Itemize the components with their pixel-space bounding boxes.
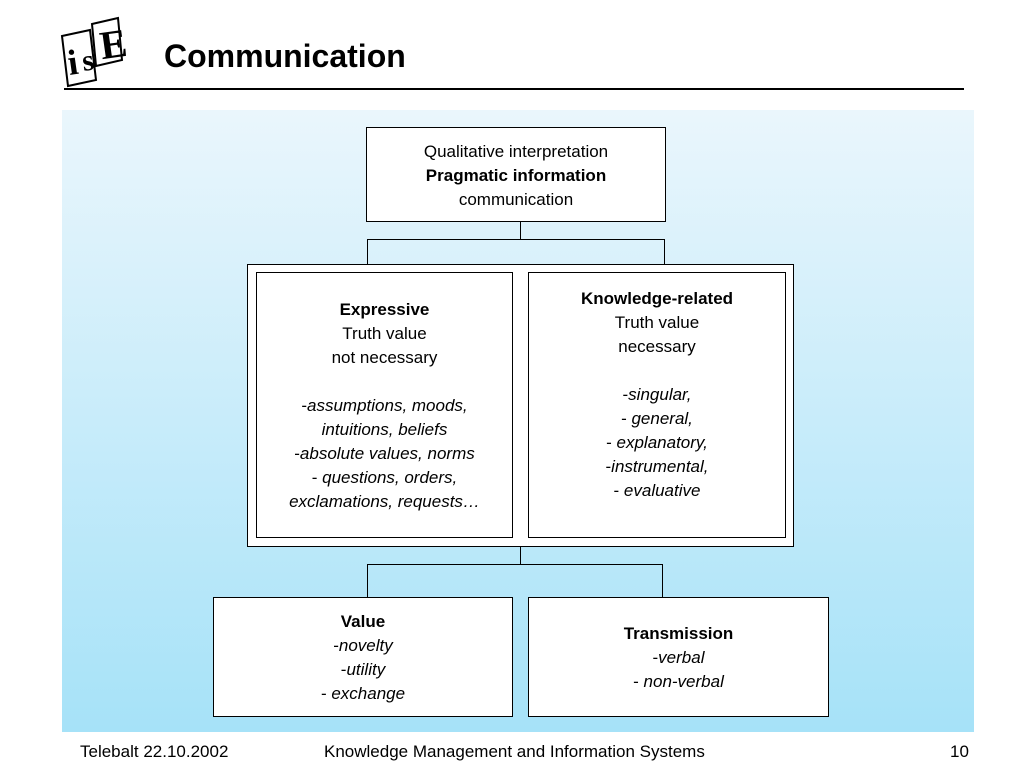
knowledge-item: -singular, xyxy=(622,385,692,404)
top-line-1: Qualitative interpretation xyxy=(423,142,609,161)
transmission-box: Transmission -verbal - non-verbal xyxy=(528,597,829,717)
expressive-item: exclamations, requests… xyxy=(289,492,480,511)
svg-text:E: E xyxy=(97,20,130,68)
connector-top-left-drop xyxy=(367,239,368,265)
connector-bottom-horizontal xyxy=(367,564,663,565)
svg-text:s: s xyxy=(80,44,96,78)
transmission-heading: Transmission xyxy=(623,624,734,643)
expressive-spacer xyxy=(257,370,512,394)
top-line-3: communication xyxy=(458,190,574,209)
transmission-item: - non-verbal xyxy=(633,672,724,691)
ise-logo: i s E xyxy=(60,16,130,88)
knowledge-item: - evaluative xyxy=(613,481,701,500)
expressive-line-1: Truth value xyxy=(342,324,427,343)
footer-course-title: Knowledge Management and Information Sys… xyxy=(324,742,705,761)
expressive-item: - questions, orders, xyxy=(311,468,458,487)
expressive-item: -absolute values, norms xyxy=(294,444,475,463)
knowledge-item: - general, xyxy=(621,409,693,428)
knowledge-line-1: Truth value xyxy=(614,313,700,332)
value-heading: Value xyxy=(340,612,386,631)
title-divider xyxy=(64,88,964,90)
expressive-box: Expressive Truth value not necessary -as… xyxy=(256,272,513,538)
expressive-line-2: not necessary xyxy=(331,348,438,367)
transmission-item: -verbal xyxy=(652,648,705,667)
connector-bottom-right-drop xyxy=(662,564,663,598)
expressive-item: -assumptions, moods, xyxy=(301,396,468,415)
pragmatic-information-box: Qualitative interpretation Pragmatic inf… xyxy=(366,127,666,222)
expressive-item: intuitions, beliefs xyxy=(321,420,448,439)
knowledge-item: -instrumental, xyxy=(605,457,709,476)
value-item: - exchange xyxy=(320,684,406,703)
expressive-heading: Expressive xyxy=(339,300,430,319)
connector-top-vertical xyxy=(520,221,521,239)
top-line-2: Pragmatic information xyxy=(425,166,607,185)
footer-event-date: Telebalt 22.10.2002 xyxy=(80,742,229,761)
value-box: Value -novelty -utility - exchange xyxy=(213,597,513,717)
connector-top-right-drop xyxy=(664,239,665,265)
knowledge-related-box: Knowledge-related Truth value necessary … xyxy=(528,272,786,538)
knowledge-item: - explanatory, xyxy=(606,433,708,452)
value-item: -utility xyxy=(340,660,386,679)
connector-mid-vertical xyxy=(520,546,521,564)
value-item: -novelty xyxy=(333,636,393,655)
knowledge-heading: Knowledge-related xyxy=(580,289,734,308)
knowledge-line-2: necessary xyxy=(618,337,696,356)
footer-page-number: 10 xyxy=(950,742,969,761)
knowledge-spacer xyxy=(529,359,785,383)
slide-title: Communication xyxy=(164,38,406,74)
connector-top-horizontal xyxy=(367,239,665,240)
connector-bottom-left-drop xyxy=(367,564,368,598)
